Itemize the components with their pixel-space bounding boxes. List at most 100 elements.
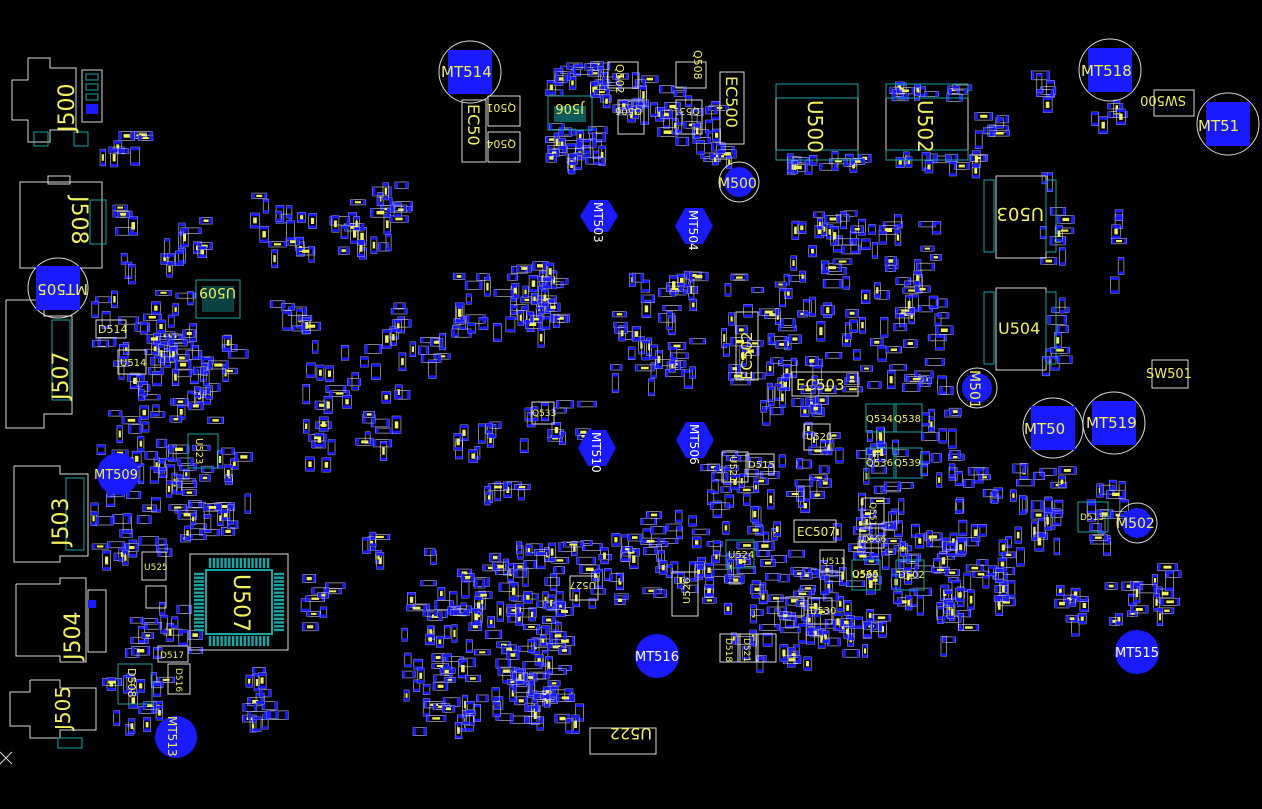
smd-part: [969, 155, 987, 162]
smd-part: [370, 208, 391, 218]
ic-pin: [274, 621, 284, 624]
smd-part: [159, 341, 168, 357]
smd-part: [860, 289, 871, 304]
smd-part: [743, 493, 751, 506]
smd-part: [1107, 103, 1124, 110]
mount-label: MT515: [1115, 646, 1159, 661]
smd-part: [800, 385, 816, 394]
smd-part: [150, 411, 166, 418]
smd-part: [542, 277, 552, 289]
component-label: U507: [228, 574, 253, 632]
component-label: U524: [728, 550, 754, 561]
ic-pin: [235, 558, 239, 568]
smd-part: [949, 449, 961, 459]
smd-part: [541, 289, 549, 307]
smd-part: [1054, 332, 1062, 349]
ic-pin: [194, 572, 204, 576]
smd-part: [155, 289, 172, 296]
mounting-hole-mt515[interactable]: MT515: [1115, 630, 1159, 674]
smd-part: [128, 216, 138, 236]
diode-d502[interactable]: D514: [95, 319, 127, 339]
mounting-hole-mt514[interactable]: MT514: [438, 40, 502, 104]
smd-part: [251, 192, 268, 199]
smd-part: [439, 333, 446, 351]
smd-part: [650, 102, 658, 117]
smd-part: [96, 444, 106, 456]
smd-part: [217, 450, 224, 469]
smd-part: [453, 433, 463, 451]
ic-pin: [274, 628, 284, 632]
mounting-hole-m502[interactable]: M502: [1116, 502, 1158, 544]
smd-part: [930, 453, 943, 463]
component-label: Q506: [615, 105, 642, 116]
smd-part: [747, 340, 764, 347]
smd-part: [234, 452, 253, 462]
smd-part: [711, 153, 719, 166]
smd-part: [741, 346, 760, 356]
smd-part: [952, 84, 973, 91]
smd-part: [820, 305, 835, 316]
smd-part: [158, 466, 168, 478]
smd-part: [492, 322, 502, 342]
smd-part: [948, 463, 956, 478]
smd-part: [353, 216, 360, 231]
smd-part: [171, 616, 179, 629]
smd-part: [711, 472, 729, 481]
mounting-hole-m500[interactable]: M500: [718, 161, 760, 203]
mounting-hole-mt513[interactable]: MT513: [155, 716, 197, 758]
smd-part: [377, 242, 390, 252]
ic-pin: [208, 636, 212, 646]
smd-part: [877, 345, 887, 362]
ic-pin: [208, 558, 212, 568]
smd-part: [228, 349, 249, 359]
component-label: Q565: [852, 569, 879, 580]
smd-part: [835, 447, 844, 464]
smd-part: [173, 398, 188, 406]
smd-part: [689, 366, 696, 379]
ic-pin: [194, 587, 204, 591]
smd-part: [130, 146, 140, 166]
component-label: Q502: [613, 64, 626, 94]
smd-part: [420, 353, 442, 363]
mounting-hole-mt50[interactable]: MT50: [1022, 397, 1084, 459]
smd-part: [868, 224, 876, 235]
smd-part: [528, 275, 539, 293]
smd-part: [592, 132, 606, 142]
smd-part: [850, 238, 860, 254]
mounting-hole-mt519[interactable]: MT519: [1082, 391, 1146, 455]
ic-pin: [274, 576, 284, 579]
smd-part: [788, 162, 808, 173]
mounting-hole-m501[interactable]: M501: [956, 367, 998, 409]
smd-part: [259, 226, 269, 243]
component-label: D518: [723, 638, 733, 662]
smd-part: [770, 357, 784, 364]
smd-part: [916, 262, 935, 271]
smd-part: [750, 505, 759, 523]
smd-part: [800, 406, 810, 417]
smd-part: [295, 236, 305, 252]
smd-part: [751, 287, 764, 293]
smd-part: [151, 301, 161, 315]
smd-part: [602, 94, 611, 109]
mounting-hole-mt516[interactable]: MT516: [635, 634, 679, 678]
smd-part: [790, 357, 797, 379]
smd-part: [696, 139, 705, 155]
smd-part: [190, 512, 197, 525]
smd-part: [184, 525, 191, 541]
smd-part: [832, 258, 853, 265]
smd-part: [522, 285, 529, 298]
smd-part: [452, 272, 466, 280]
smd-part: [659, 109, 673, 119]
smd-part: [128, 264, 136, 285]
smd-part: [172, 303, 179, 316]
mounting-hole-mt505[interactable]: MT505: [27, 257, 89, 319]
mounting-hole-mt51[interactable]: MT51: [1196, 92, 1260, 156]
smd-part: [286, 205, 293, 219]
smd-part: [1036, 89, 1054, 98]
smd-part: [813, 211, 826, 218]
smd-part: [305, 456, 315, 472]
mounting-hole-mt518[interactable]: MT518: [1078, 38, 1142, 102]
smd-part: [155, 705, 164, 721]
smd-part: [818, 478, 832, 488]
